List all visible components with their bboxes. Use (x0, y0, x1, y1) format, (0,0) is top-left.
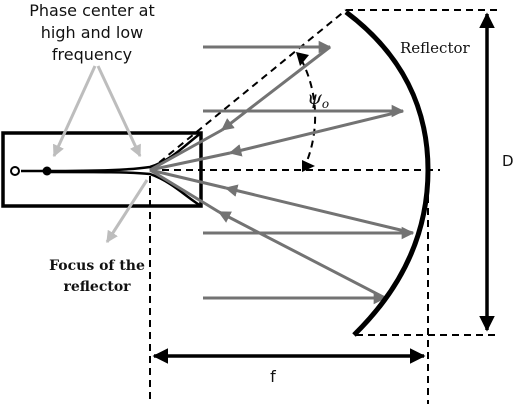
psi-angle-arc (300, 58, 317, 167)
parabolic-reflector (344, 10, 431, 337)
dashed-guides (149, 9, 500, 404)
phase-center-label-line-2: high and low (41, 23, 143, 42)
incoming-rays (203, 40, 415, 305)
reflected-ray-4 (217, 210, 386, 300)
reflector-label: Reflector (400, 39, 471, 57)
psi-symbol: ψ (307, 87, 323, 109)
converging-ray-2 (149, 151, 231, 172)
pointer-to-high-freq-center (96, 65, 142, 158)
converging-ray-1 (149, 128, 223, 172)
reflected-rays (149, 45, 414, 300)
focus-label-line-2: reflector (63, 279, 131, 295)
psi-arc-arrowhead-bottom (302, 160, 315, 172)
converging-ray-4 (149, 168, 220, 214)
pointer-to-low-freq-center (52, 65, 97, 158)
focus-label-line-1: Focus of the (49, 258, 145, 274)
converging-ray-3 (149, 168, 227, 190)
feed-horn-upper-flare (45, 132, 202, 173)
pointer-to-focus (105, 179, 149, 244)
feed-horn-lower-flare (45, 170, 202, 208)
reflected-ray-2 (228, 109, 404, 157)
high-frequency-phase-center (42, 166, 52, 176)
psi-angle-label: ψo (307, 87, 329, 111)
feed-horn-body (1, 131, 203, 208)
low-frequency-phase-center (10, 166, 20, 176)
focus-to-rim-guide (149, 9, 347, 171)
diameter-label: D (502, 152, 514, 170)
phase-center-label-line-3: frequency (52, 45, 132, 64)
pointer-arrows (52, 65, 149, 244)
reflected-ray-3 (224, 184, 414, 235)
psi-subscript: o (322, 97, 329, 111)
focal-length-label: f (270, 367, 276, 386)
reflected-ray-1 (221, 45, 331, 132)
phase-center-label-line-1: Phase center at (29, 1, 155, 20)
psi-arc-arrowhead-top (296, 52, 309, 66)
